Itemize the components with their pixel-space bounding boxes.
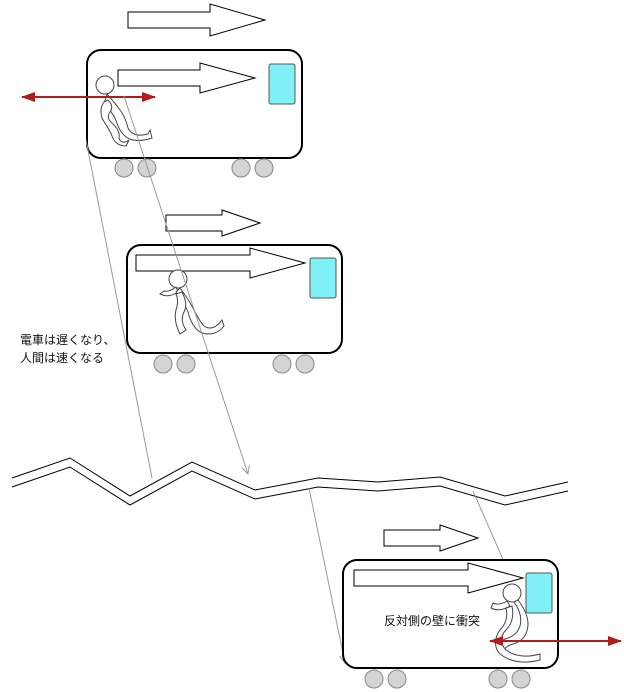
train-2-window: [309, 257, 337, 299]
wheel: [153, 354, 173, 374]
wheel: [488, 669, 508, 689]
train-1: [21, 3, 303, 178]
time-break-zigzag: [11, 457, 569, 506]
wheel: [137, 158, 157, 178]
train-1-person: [95, 75, 153, 147]
wheel: [295, 354, 315, 374]
train-1-wheels: [114, 158, 274, 178]
slowdown-caption-line2: 人間は速くなる: [20, 351, 105, 365]
wheel: [387, 669, 407, 689]
train-3: [342, 524, 622, 689]
train-1-direction-arrow: [127, 3, 267, 37]
train-3-direction-arrow: [383, 524, 480, 552]
collision-caption: 反対側の壁に衝突: [384, 614, 481, 628]
train-3-interior-arrow: [353, 562, 525, 594]
train-3-wheels: [364, 669, 531, 689]
wheel: [254, 158, 274, 178]
train-1-window: [268, 63, 296, 105]
train-3-window: [525, 572, 553, 614]
train-2-direction-arrow: [165, 209, 262, 237]
train-2: [126, 209, 343, 374]
wheel: [114, 158, 134, 178]
wheel: [364, 669, 384, 689]
trace-line: [308, 487, 345, 663]
trace-line: [85, 139, 153, 479]
wheel: [511, 669, 531, 689]
wheel: [176, 354, 196, 374]
train-2-wheels: [153, 354, 315, 374]
train-1-interior-arrow: [117, 62, 257, 94]
trace-line: [123, 95, 248, 474]
slowdown-caption-line1: 電車は遅くなり、: [20, 333, 116, 347]
slowdown-caption: 電車は遅くなり、 人間は速くなる: [20, 331, 116, 367]
wheel: [272, 354, 292, 374]
wheel: [231, 158, 251, 178]
